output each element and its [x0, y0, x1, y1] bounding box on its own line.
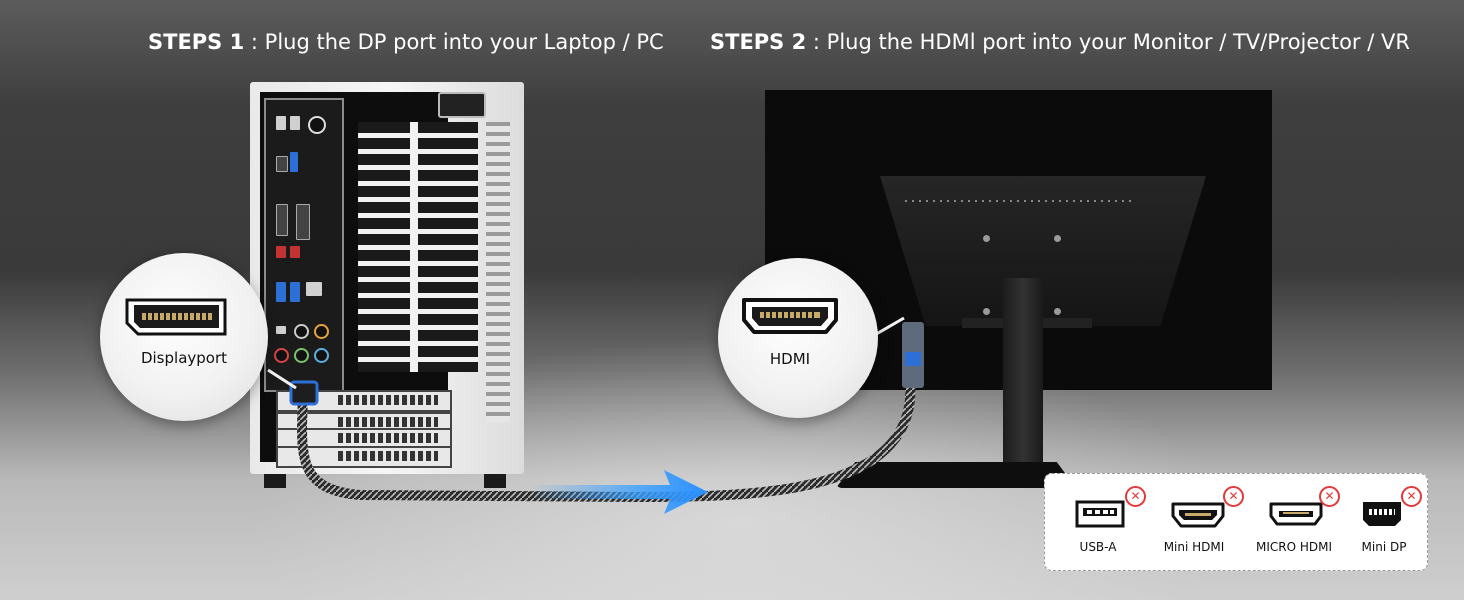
vesa-screw	[1054, 235, 1061, 242]
dp-connector	[289, 380, 319, 406]
micro-hdmi-port-icon	[1269, 502, 1323, 526]
incompatible-x-icon: ✕	[1125, 486, 1146, 507]
pcie-bracket	[276, 390, 452, 412]
displayport-callout: Displayport	[100, 253, 268, 421]
incompatible-item-mini-dp: ✕ Mini DP	[1339, 474, 1429, 570]
hdmi-label: HDMI	[769, 350, 811, 368]
mini-hdmi-port-icon	[1171, 502, 1225, 528]
step-1-heading: STEPS 1 : Plug the DP port into your Lap…	[148, 30, 664, 54]
incompatible-item-mini-hdmi: ✕ Mini HDMI	[1149, 474, 1244, 570]
pc-rear-vents	[358, 122, 478, 372]
vesa-screw	[983, 235, 990, 242]
vesa-screw	[983, 308, 990, 315]
hdmi-port-icon	[742, 298, 838, 334]
hdmi-callout: HDMI	[718, 258, 878, 418]
monitor-stand	[1003, 278, 1043, 478]
incompatible-ports-panel: ✕ USB-A ✕ Mini HDMI ✕ MICRO HDMI ✕ Mini …	[1044, 473, 1428, 571]
step-2-heading: STEPS 2 : Plug the HDMl port into your M…	[710, 30, 1410, 54]
incompatible-item-micro-hdmi: ✕ MICRO HDMI	[1249, 474, 1340, 570]
mini-dp-port-icon	[1363, 502, 1401, 526]
displayport-port-icon	[125, 298, 227, 336]
direction-arrow	[530, 470, 708, 514]
vesa-screw	[1054, 308, 1061, 315]
pc-side-vents	[486, 122, 510, 422]
power-inlet	[438, 92, 486, 118]
io-shield	[264, 98, 344, 392]
incompatible-x-icon: ✕	[1401, 486, 1422, 507]
incompatible-item-usb-a: ✕ USB-A	[1053, 474, 1146, 570]
incompatible-x-icon: ✕	[1319, 486, 1340, 507]
incompatible-x-icon: ✕	[1223, 486, 1244, 507]
monitor-base	[836, 462, 1076, 488]
usb-a-port-icon	[1075, 500, 1125, 528]
pcie-bracket	[276, 446, 452, 468]
displayport-label: Displayport	[140, 349, 228, 367]
